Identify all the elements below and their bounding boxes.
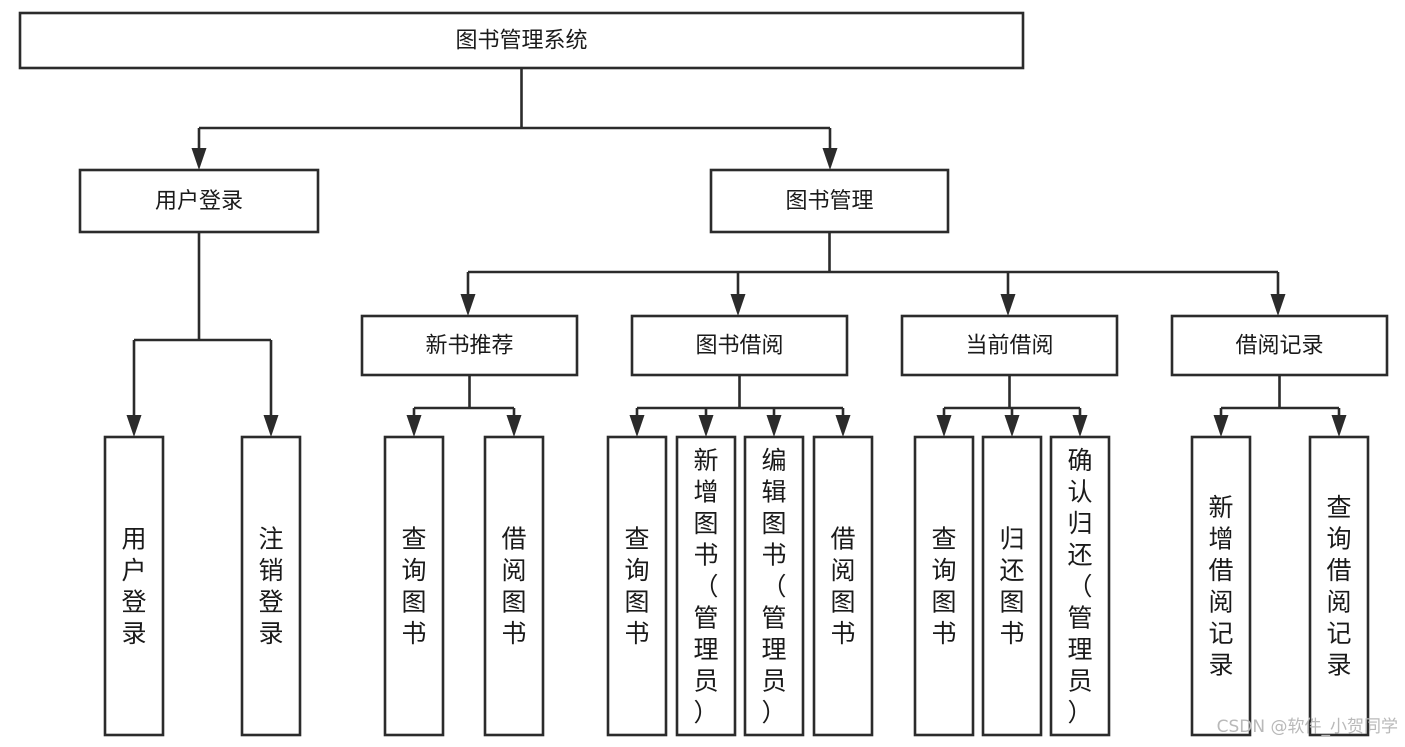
node-label-n4: 图书借阅 (695, 334, 783, 359)
node-n6[interactable]: 借阅记录 (1170, 314, 1389, 377)
node-label-l12: 新增借阅记录 (1208, 493, 1233, 680)
node-label-l9: 查询图书 (931, 525, 956, 649)
node-l12[interactable]: 新增借阅记录 (1190, 435, 1252, 737)
edges-layer (126, 68, 1347, 437)
node-label-l3: 查询图书 (401, 525, 426, 649)
node-label-n2: 图书管理 (785, 189, 873, 214)
node-n2[interactable]: 图书管理 (709, 168, 950, 234)
node-box-l2[interactable] (240, 435, 302, 737)
node-box-l12[interactable] (1190, 435, 1252, 737)
node-label-l5: 查询图书 (624, 525, 649, 649)
node-l9[interactable]: 查询图书 (913, 435, 975, 737)
node-box-l9[interactable] (913, 435, 975, 737)
node-label-l7: 编辑图书（管理员） (761, 446, 786, 727)
node-l6[interactable]: 新增图书（管理员） (675, 435, 737, 737)
node-l11[interactable]: 确认归还（管理员） (1049, 435, 1111, 737)
node-box-l11[interactable] (1049, 435, 1111, 737)
node-label-n3: 新书推荐 (425, 334, 513, 359)
node-label-n5: 当前借阅 (965, 334, 1053, 359)
node-n5[interactable]: 当前借阅 (900, 314, 1119, 377)
node-box-l3[interactable] (383, 435, 445, 737)
node-l13[interactable]: 查询借阅记录 (1308, 435, 1370, 737)
node-label-l4: 借阅图书 (501, 525, 526, 649)
node-l5[interactable]: 查询图书 (606, 435, 668, 737)
node-l4[interactable]: 借阅图书 (483, 435, 545, 737)
node-box-n2[interactable] (709, 168, 950, 234)
node-label-l2: 注销登录 (258, 525, 283, 649)
node-l3[interactable]: 查询图书 (383, 435, 445, 737)
node-box-l13[interactable] (1308, 435, 1370, 737)
connector-record-bus (1213, 375, 1347, 437)
nodes-layer: 图书管理系统用户登录图书管理新书推荐图书借阅当前借阅借阅记录用户登录注销登录查询… (18, 11, 1389, 737)
node-label-l8: 借阅图书 (830, 525, 855, 649)
connector-borrow-bus (629, 375, 851, 437)
node-n4[interactable]: 图书借阅 (630, 314, 849, 377)
watermark-label: CSDN @软件_小贺同学 (1217, 717, 1398, 737)
node-box-l7[interactable] (743, 435, 805, 737)
node-label-l1: 用户登录 (121, 525, 146, 649)
node-box-l6[interactable] (675, 435, 737, 737)
node-label-n6: 借阅记录 (1235, 334, 1323, 359)
node-l10[interactable]: 归还图书 (981, 435, 1043, 737)
node-box-n5[interactable] (900, 314, 1119, 377)
node-l2[interactable]: 注销登录 (240, 435, 302, 737)
node-box-n4[interactable] (630, 314, 849, 377)
node-label-n1: 用户登录 (155, 189, 243, 214)
node-l1[interactable]: 用户登录 (103, 435, 165, 737)
node-n1[interactable]: 用户登录 (78, 168, 320, 234)
node-n0[interactable]: 图书管理系统 (18, 11, 1025, 70)
node-box-l8[interactable] (812, 435, 874, 737)
node-box-n0[interactable] (18, 11, 1025, 70)
node-label-l11: 确认归还（管理员） (1067, 446, 1092, 727)
node-l7[interactable]: 编辑图书（管理员） (743, 435, 805, 737)
node-l8[interactable]: 借阅图书 (812, 435, 874, 737)
connector-newbook-bus (406, 375, 522, 437)
node-box-l4[interactable] (483, 435, 545, 737)
node-box-l10[interactable] (981, 435, 1043, 737)
connector-manage-bus (460, 232, 1286, 316)
node-label-n0: 图书管理系统 (455, 29, 587, 54)
node-label-l6: 新增图书（管理员） (693, 446, 718, 727)
node-box-n1[interactable] (78, 168, 320, 234)
node-label-l10: 归还图书 (999, 525, 1024, 649)
node-label-l13: 查询借阅记录 (1326, 493, 1351, 680)
node-n3[interactable]: 新书推荐 (360, 314, 579, 377)
connector-current-bus (936, 375, 1088, 437)
node-box-l1[interactable] (103, 435, 165, 737)
node-box-n3[interactable] (360, 314, 579, 377)
connector-root-bus (191, 68, 838, 170)
node-box-l5[interactable] (606, 435, 668, 737)
node-box-n6[interactable] (1170, 314, 1389, 377)
connector-login-bus (126, 232, 279, 437)
